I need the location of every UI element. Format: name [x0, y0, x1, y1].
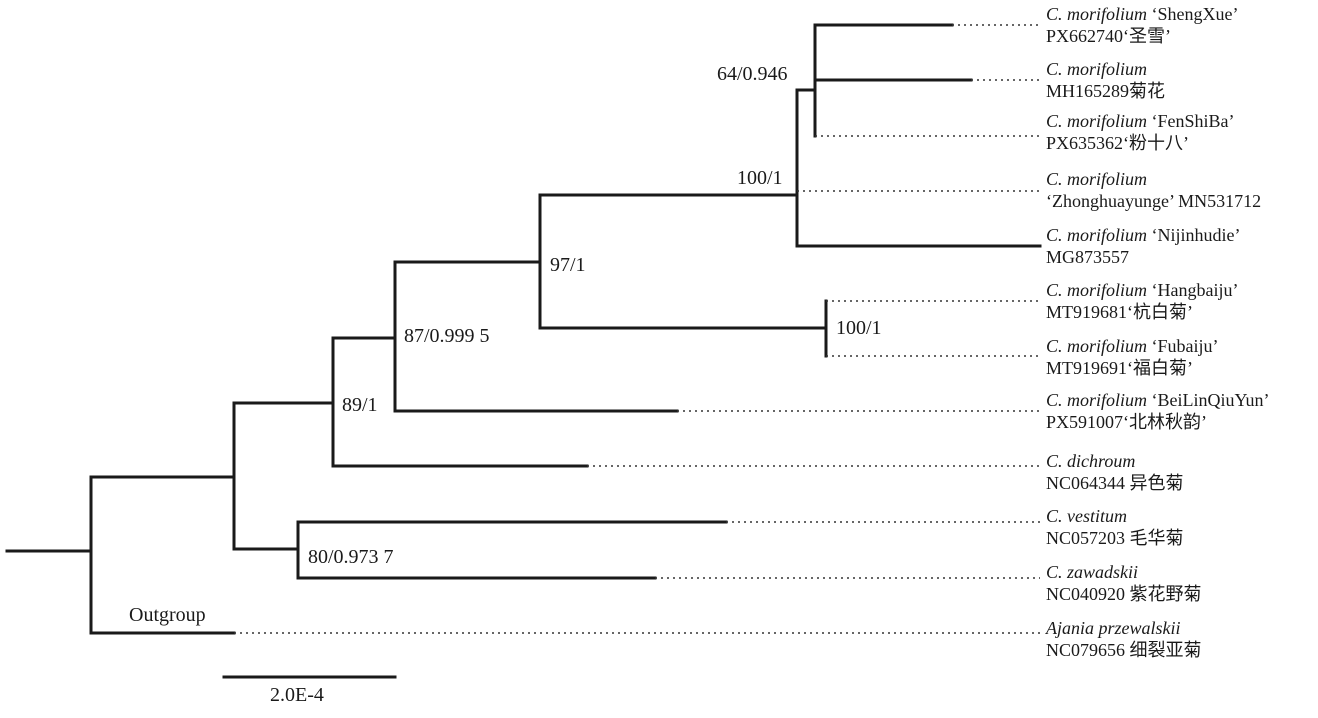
support-89: 89/1: [342, 394, 378, 416]
species-name: C. morifolium: [1046, 4, 1148, 24]
taxon-label-vestitum: C. vestitum NC057203 毛华菊: [1046, 505, 1184, 549]
support-values: 64/0.946 100/1 97/1 100/1 87/0.999 5 89/…: [308, 63, 882, 568]
species-name: C. morifolium: [1046, 280, 1148, 300]
taxon-label-beilinqiuyun: C. morifolium ‘BeiLinQiuYun’ PX591007‘北林…: [1046, 389, 1270, 433]
species-name: C. morifolium: [1046, 336, 1148, 356]
species-name: C. vestitum: [1046, 506, 1127, 526]
species-name: C. dichroum: [1046, 451, 1136, 471]
tree-branches: [5, 23, 1042, 635]
accession: ‘Zhonghuayunge’ MN531712: [1046, 191, 1262, 211]
accession: NC064344 异色菊: [1046, 473, 1184, 493]
accession: NC079656 细裂亚菊: [1046, 640, 1202, 660]
support-64: 64/0.946: [717, 63, 788, 85]
support-100-baiju: 100/1: [836, 317, 882, 339]
cultivar-name: ‘FenShiBa’: [1147, 111, 1235, 131]
accession: MT919681‘杭白菊’: [1046, 302, 1193, 322]
species-name: C. morifolium: [1046, 59, 1148, 79]
taxon-label-ajania: Ajania przewalskii NC079656 细裂亚菊: [1046, 617, 1202, 661]
cultivar-name: ‘Fubaiju’: [1147, 336, 1219, 356]
support-100-upper: 100/1: [737, 167, 783, 189]
support-87: 87/0.999 5: [404, 325, 490, 347]
taxon-label-mh165289: C. morifolium MH165289菊花: [1046, 58, 1165, 102]
species-name: C. morifolium: [1046, 225, 1148, 245]
outgroup-label: Outgroup: [129, 604, 206, 626]
species-name: Ajania przewalskii: [1046, 618, 1181, 638]
species-name: C. morifolium: [1046, 111, 1148, 131]
accession: PX635362‘粉十八’: [1046, 133, 1189, 153]
taxon-label-zhonghuayunge: C. morifolium ‘Zhonghuayunge’ MN531712: [1046, 168, 1261, 212]
accession: NC057203 毛华菊: [1046, 528, 1184, 548]
taxon-label-shengxue: C. morifolium ‘ShengXue’ PX662740‘圣雪’: [1046, 3, 1239, 47]
accession: MT919691‘福白菊’: [1046, 358, 1193, 378]
taxon-label-nijinhudie: C. morifolium ‘Nijinhudie’ MG873557: [1046, 224, 1241, 268]
accession: PX591007‘北林秋韵’: [1046, 412, 1207, 432]
support-97: 97/1: [550, 254, 586, 276]
support-80: 80/0.973 7: [308, 546, 394, 568]
accession: PX662740‘圣雪’: [1046, 26, 1171, 46]
taxon-label-fenshiba: C. morifolium ‘FenShiBa’ PX635362‘粉十八’: [1046, 110, 1235, 154]
cultivar-name: ‘BeiLinQiuYun’: [1147, 390, 1270, 410]
species-name: C. zawadskii: [1046, 562, 1139, 582]
taxon-label-zawadskii: C. zawadskii NC040920 紫花野菊: [1046, 561, 1202, 605]
taxon-label-dichroum: C. dichroum NC064344 异色菊: [1046, 450, 1184, 494]
species-name: C. morifolium: [1046, 390, 1148, 410]
taxon-label-hangbaiju: C. morifolium ‘Hangbaiju’ MT919681‘杭白菊’: [1046, 279, 1238, 323]
accession: MH165289菊花: [1046, 81, 1166, 101]
cultivar-name: ‘Nijinhudie’: [1147, 225, 1241, 245]
cultivar-name: ‘ShengXue’: [1147, 4, 1239, 24]
accession: MG873557: [1046, 247, 1130, 267]
accession: NC040920 紫花野菊: [1046, 584, 1202, 604]
label-leaders: [234, 24, 1040, 634]
cultivar-name: ‘Hangbaiju’: [1147, 280, 1239, 300]
scale-label: 2.0E-4: [270, 684, 324, 706]
species-name: C. morifolium: [1046, 169, 1148, 189]
taxon-label-fubaiju: C. morifolium ‘Fubaiju’ MT919691‘福白菊’: [1046, 335, 1219, 379]
